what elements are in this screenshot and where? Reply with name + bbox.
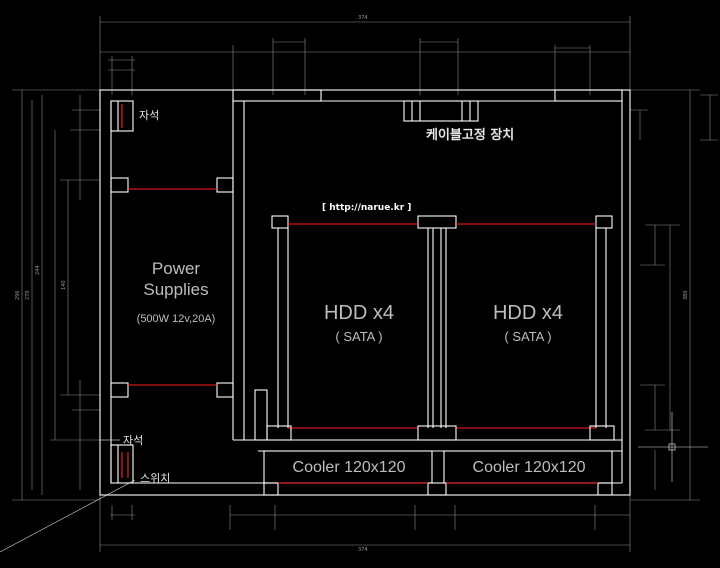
dim-left-mid: 244 (35, 265, 41, 275)
hdd-right-iface-label: ( SATA ) (504, 329, 551, 344)
magnet-top-label: 자석 (139, 109, 159, 122)
cable-fixture-label: 케이블고정 장치 (426, 127, 514, 143)
switch-label: 스위치 (140, 472, 170, 485)
psu-spec-label: (500W 12v,20A) (137, 313, 216, 325)
dim-overall-top: 374 (358, 15, 368, 21)
url-label: [ http://narue.kr ] (322, 203, 411, 213)
dim-left-inner: 270 (25, 290, 31, 300)
hdd-left-iface-label: ( SATA ) (335, 329, 382, 344)
cooler-left-label: Cooler 120x120 (293, 459, 406, 476)
dim-left-psu: 140 (61, 280, 67, 290)
dimension-texts: 374 374 296 270 244 140 380 (15, 15, 689, 553)
dim-right: 380 (683, 290, 689, 300)
hdd-right-label: HDD x4 (493, 302, 563, 324)
magnet-bottom-label: 자석 (123, 434, 143, 447)
dimension-lines (0, 16, 718, 553)
enclosure-walls (99, 89, 631, 496)
psu-label-line2: Supplies (143, 280, 208, 299)
hdd-left-label: HDD x4 (324, 302, 394, 324)
dim-left-outer: 296 (15, 290, 21, 300)
psu-label-line1: Power (152, 259, 201, 278)
cooler-right-label: Cooler 120x120 (473, 459, 586, 476)
dim-overall-bottom: 374 (358, 547, 368, 553)
